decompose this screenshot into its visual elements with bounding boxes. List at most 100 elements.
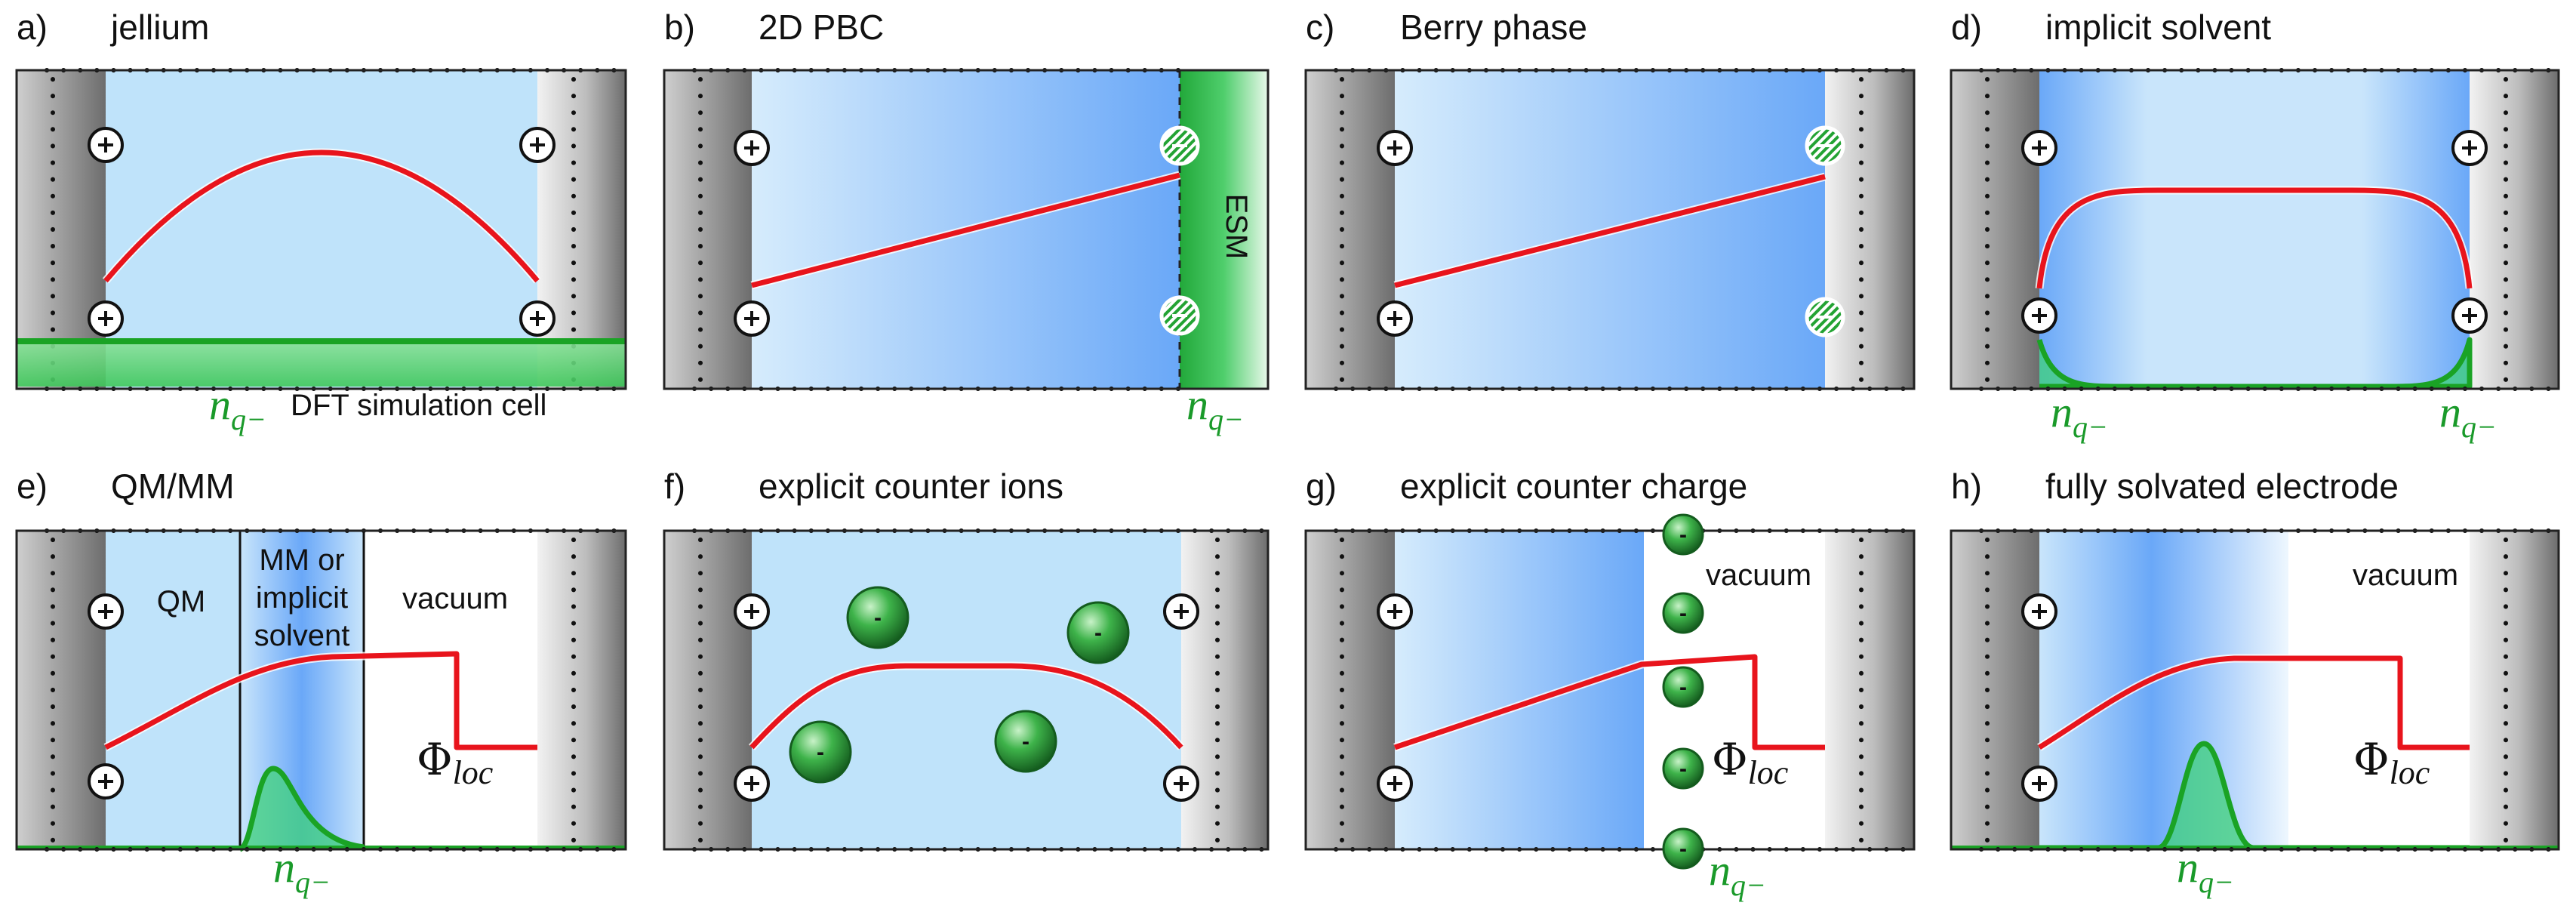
potential-curve (1393, 654, 1825, 750)
smeared-charge-icon (1805, 125, 1845, 166)
panel-letter: d) (1951, 8, 1982, 47)
potential-line (751, 172, 1180, 288)
panel-title: QM/MM (111, 467, 235, 506)
counter-charge-icon: - (1662, 592, 1704, 634)
phi-sub: loc (453, 754, 494, 791)
potential-curve (749, 663, 1183, 750)
positive-charge-icon (2021, 766, 2057, 802)
nq-base: n (2051, 387, 2073, 436)
positive-charge-icon (734, 300, 770, 337)
implicit-solvent-region (2039, 70, 2470, 389)
mm-label-line3: solvent (254, 619, 350, 652)
left-electrode (664, 531, 752, 849)
panel-title: explicit counter charge (1400, 467, 1747, 506)
positive-charge-icon (734, 130, 770, 166)
potential-curve (2036, 187, 2473, 289)
panel-frame (1304, 69, 1916, 390)
right-electrode (1825, 70, 1914, 389)
qm-label: QM (157, 585, 205, 618)
potential-curve (2038, 655, 2470, 750)
panel-title: Berry phase (1400, 8, 1587, 47)
solvent-region (2039, 531, 2288, 849)
smeared-charge-icon (1159, 125, 1200, 166)
counter-charge-icon: - (1662, 513, 1704, 556)
positive-charge-icon (734, 766, 770, 802)
counter-charge-icon: - (1662, 747, 1704, 790)
counter-charge-icon: - (1662, 827, 1704, 870)
smeared-charge-icon (1805, 297, 1845, 337)
positive-charge-icon (88, 300, 124, 337)
left-electrode (664, 70, 752, 389)
jellium-background-charge (17, 340, 626, 387)
nq-base: n (2439, 387, 2461, 436)
vacuum-label: vacuum (402, 582, 508, 615)
panel-frame (1950, 69, 2560, 390)
panel-title: implicit solvent (2045, 8, 2271, 47)
charge-density-label: nq− (1186, 380, 1244, 436)
left-electrode (17, 70, 106, 389)
vacuum-label: vacuum (1706, 559, 1811, 592)
phi-base: Φ (1712, 734, 1748, 785)
esm-region (1180, 70, 1268, 389)
positive-charge-icon (2451, 297, 2488, 334)
charge-density-label: nq− (2051, 387, 2108, 444)
left-electrode (1951, 70, 2039, 389)
mm-label-line2: implicit (256, 581, 348, 615)
ion-sphere (1662, 513, 1704, 556)
potential-curve (104, 651, 537, 750)
right-electrode (1181, 531, 1268, 849)
ion-sign: - (1679, 836, 1687, 861)
positive-charge-icon (2021, 130, 2057, 166)
positive-charge-icon (1377, 593, 1413, 630)
nq-base: n (273, 843, 295, 892)
nq-sub: q− (2461, 410, 2497, 444)
phi-base: Φ (417, 734, 453, 785)
counter-charge-icon: - (1662, 666, 1704, 708)
right-electrode (1825, 531, 1914, 849)
ion-sign: - (874, 605, 882, 630)
ion-sign: - (1094, 621, 1102, 645)
positive-charge-icon (88, 127, 124, 163)
positive-charge-icon (519, 300, 556, 337)
smeared-charge-icon (1159, 295, 1200, 336)
panel-title: explicit counter ions (759, 467, 1063, 506)
electrolyte-region (1395, 531, 1644, 849)
nq-sub: q− (1731, 868, 1766, 902)
counter-ion-icon: - (789, 720, 852, 784)
ion-sign: - (1679, 601, 1687, 626)
local-potential-label: Φloc (417, 734, 494, 791)
ion-sign: - (1679, 756, 1687, 781)
nq-base: n (2177, 843, 2199, 892)
ion-sphere (1066, 601, 1130, 664)
electrolyte-region (17, 70, 626, 389)
ion-sphere (1662, 827, 1704, 870)
panel-frame (663, 529, 1270, 851)
counter-ion-icon: - (1066, 601, 1130, 664)
positive-charge-icon (2021, 593, 2057, 630)
left-electrode (1951, 531, 2039, 849)
counter-ion-icon: - (994, 710, 1057, 773)
nq-sub: q− (2073, 410, 2108, 444)
positive-charge-icon (1163, 593, 1199, 630)
charge-density-curve (2039, 741, 2470, 851)
left-electrode (17, 531, 106, 849)
positive-charge-icon (1377, 300, 1413, 337)
panel-frame (1950, 529, 2560, 851)
ion-sphere (1662, 592, 1704, 634)
nq-base: n (209, 380, 231, 429)
mm-label-line1: MM or (259, 544, 344, 577)
positive-charge-icon (88, 763, 124, 799)
counter-ion-icon: - (846, 586, 909, 649)
charge-density-curve (2036, 337, 2473, 390)
vacuum-region (364, 531, 537, 849)
right-electrode (2470, 70, 2559, 389)
ion-sign: - (1679, 675, 1687, 700)
right-electrode (537, 70, 626, 389)
charge-density-label: nq− (209, 380, 266, 436)
positive-charge-icon (1163, 766, 1199, 802)
panel-frame (663, 69, 1270, 390)
ion-sign: - (817, 740, 824, 765)
charge-density-label: nq− (2177, 843, 2234, 899)
